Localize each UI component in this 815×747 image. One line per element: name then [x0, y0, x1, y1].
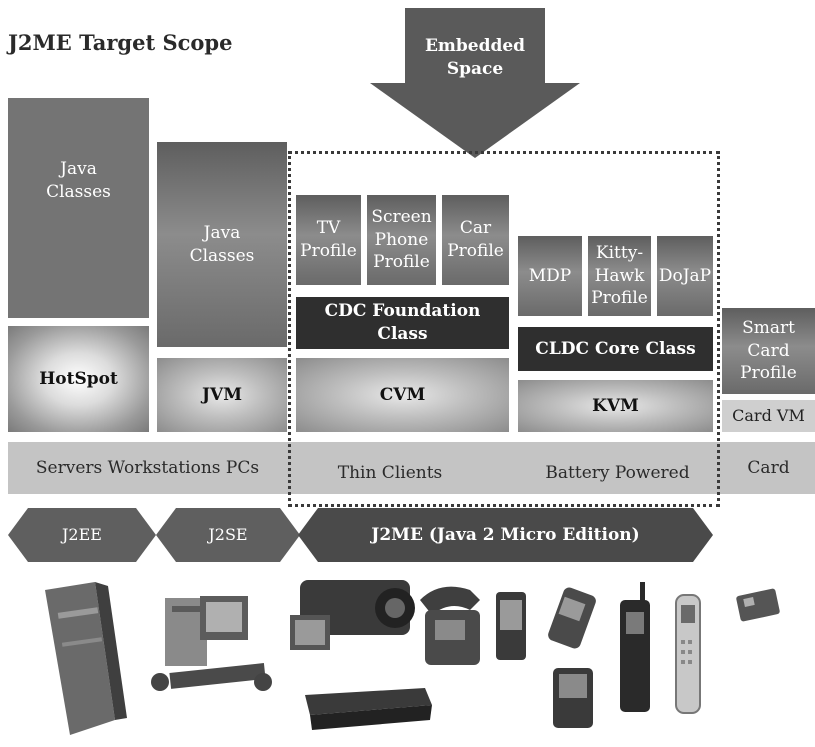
- flip-phone-icon: [675, 594, 701, 714]
- j2ee-arrow: [8, 508, 156, 562]
- tv-profile: TV Profile: [296, 195, 361, 285]
- cdc-foundation-class: CDC Foundation Class: [296, 297, 509, 349]
- cvm-vm: CVM: [296, 358, 509, 432]
- hotspot-vm: HotSpot: [8, 326, 149, 432]
- cldc-core-class: CLDC Core Class: [518, 327, 713, 371]
- embedded-space-arrow: [370, 8, 580, 158]
- servers-workstations-pcs-label: Servers Workstations PCs: [35, 457, 260, 478]
- desk-phone-icon: [420, 586, 480, 665]
- set-top-box-icon: [305, 688, 432, 730]
- kvm-vm: KVM: [518, 380, 713, 432]
- car-profile: Car Profile: [442, 195, 509, 285]
- server-tower-icon: [45, 582, 127, 735]
- platform-bar: [8, 442, 815, 494]
- screen-phone-profile: Screen Phone Profile: [367, 195, 436, 285]
- card-label: Card: [747, 457, 790, 478]
- thin-clients-label: Thin Clients: [337, 462, 443, 483]
- servers-java-classes: Java Classes: [8, 98, 149, 318]
- j2ee-label: J2EE: [62, 525, 102, 545]
- edition-arrows: [8, 508, 713, 562]
- camcorder-icon: [290, 580, 415, 650]
- kitty-hawk-profile: Kitty-Hawk Profile: [588, 236, 651, 316]
- workstations-java-classes: Java Classes: [157, 142, 287, 347]
- smart-card-profile: Smart Card Profile: [722, 308, 815, 394]
- j2me-scope-boundary: [288, 151, 720, 507]
- j2se-label: J2SE: [208, 525, 248, 545]
- device-illustrations: [45, 580, 780, 735]
- dojap-profile: DoJaP: [657, 236, 713, 316]
- mobile-phone-icon: [620, 582, 650, 712]
- page-title: J2ME Target Scope: [8, 30, 233, 55]
- pager-icon: [548, 587, 596, 649]
- j2se-arrow: [156, 508, 300, 562]
- mdp-profile: MDP: [518, 236, 582, 316]
- jvm-vm: JVM: [157, 358, 287, 432]
- smart-card-icon: [736, 588, 780, 622]
- desktop-pc-icon: [151, 596, 272, 691]
- battery-powered-label: Battery Powered: [545, 462, 690, 483]
- j2me-label: J2ME (Java 2 Micro Edition): [371, 524, 640, 545]
- handheld-device-icon: [553, 668, 593, 728]
- pda-icon: [496, 592, 526, 660]
- j2me-arrow: [298, 508, 713, 562]
- card-vm: Card VM: [722, 400, 815, 432]
- embedded-space-label: Embedded Space: [424, 36, 526, 79]
